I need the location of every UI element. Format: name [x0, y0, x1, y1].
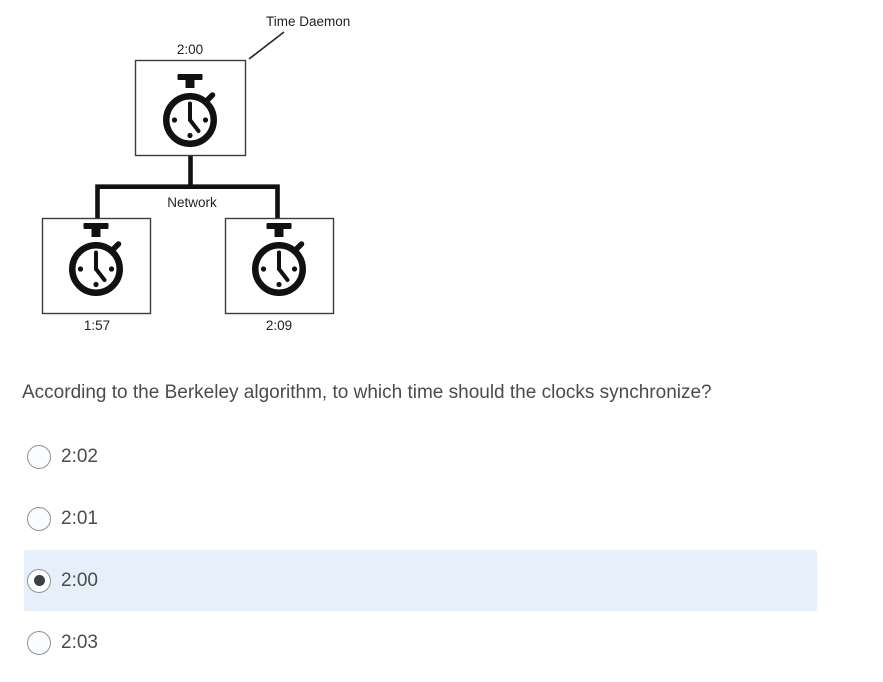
daemon-time-label: 2:00	[177, 42, 203, 57]
berkeley-clock-diagram: Time Daemon 2:00 Network 1:57 2:09	[41, 14, 350, 333]
answer-option-label: 2:01	[61, 507, 98, 529]
radio-button[interactable]	[27, 444, 51, 469]
client-left-time-label: 1:57	[84, 318, 110, 333]
radio-button[interactable]	[27, 630, 51, 655]
answer-option[interactable]: 2:00	[24, 550, 817, 611]
answer-option[interactable]: 2:02	[24, 426, 817, 487]
answer-option-label: 2:03	[61, 631, 98, 653]
radio-button[interactable]	[27, 568, 51, 593]
time-daemon-callout-line	[248, 31, 285, 60]
network-label: Network	[167, 195, 217, 210]
answer-option-label: 2:00	[61, 569, 98, 591]
network-bus	[95, 184, 280, 220]
client-right-time-label: 2:09	[266, 318, 292, 333]
time-daemon-label: Time Daemon	[266, 14, 350, 29]
answer-option[interactable]: 2:03	[24, 612, 817, 673]
answer-option[interactable]: 2:01	[24, 488, 817, 549]
answer-option-label: 2:02	[61, 445, 98, 467]
radio-button[interactable]	[27, 506, 51, 531]
question-text: According to the Berkeley algorithm, to …	[22, 382, 712, 403]
